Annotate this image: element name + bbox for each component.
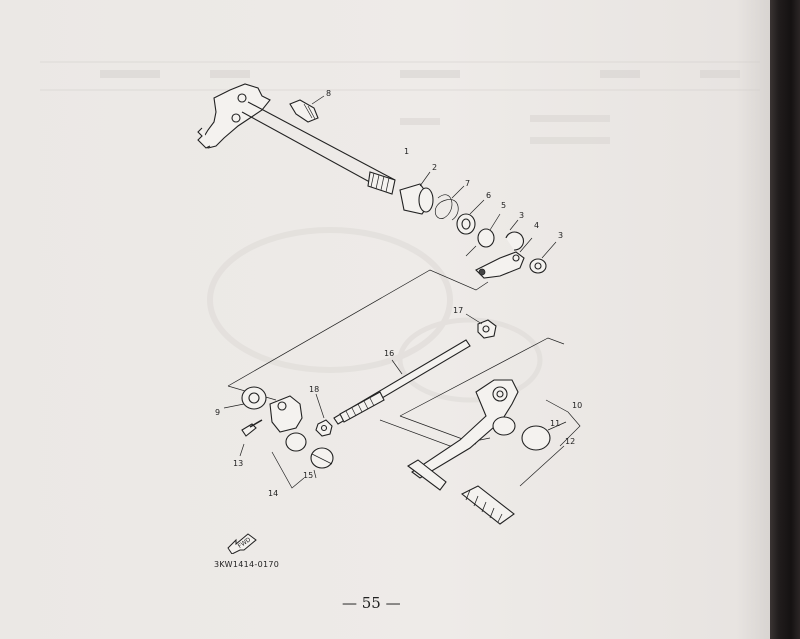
shaft-spline [367,171,396,195]
callout-16: 16 [384,349,394,358]
callout-11: 11 [550,419,560,428]
part-18-nut [315,393,333,437]
part-14-rod-joint [269,395,307,489]
shift-shaft-assembly [197,83,396,195]
book-binding-edge [770,0,800,639]
bleed-through-texture [40,61,760,403]
part-4-lever [475,237,533,279]
part-3-circlip-upper [505,219,525,251]
callout-5: 5 [501,201,506,210]
callout-4: 4 [534,221,539,230]
part-2-collar [399,171,434,215]
rod-thread [339,391,385,423]
part-8-pin [289,95,325,123]
part-13-bolt [239,419,263,457]
callout-8: 8 [326,89,331,98]
callout-3-upper: 3 [519,211,524,220]
part-15-joint-cover [310,447,334,479]
callout-9: 9 [215,408,220,417]
callout-1: 1 [404,147,409,156]
part-10-shift-pedal [407,379,581,491]
exploded-view-guide-lines [227,269,565,447]
shaft-arm-teeth [197,127,211,149]
callout-13: 13 [233,459,243,468]
shaft-body-bottom [241,111,389,193]
shaft-body-top [247,101,396,181]
callout-10: 10 [572,401,582,410]
part-5-spring [465,213,501,257]
callout-6: 6 [486,191,491,200]
part-7-spring [434,185,465,221]
callout-7: 7 [465,179,470,188]
callout-3-lower: 3 [558,231,563,240]
part-12-pedal-rubber [460,445,565,525]
callout-17: 17 [453,306,463,315]
callout-12: 12 [565,437,575,446]
arm-hole [231,113,241,123]
callout-labels: 1 2 3 3 4 5 6 7 8 9 10 11 12 13 14 15 16… [215,89,582,498]
callout-14: 14 [268,489,278,498]
diagram-reference-code: 3KW1414-0170 [214,560,280,569]
callout-2: 2 [432,163,437,172]
part-16-shift-rod [333,339,471,425]
part-6-washer [456,199,485,235]
part-9-bearing [223,386,267,410]
callout-15: 15 [303,471,313,480]
callout-18: 18 [309,385,319,394]
page-number: — 55 — [342,594,401,612]
part-17-nut [465,313,497,339]
part-3-circlip-lower [529,241,557,274]
arm-hole [237,93,247,103]
forward-arrow-icon: FWD [227,533,257,554]
part-11-cap [521,421,567,451]
